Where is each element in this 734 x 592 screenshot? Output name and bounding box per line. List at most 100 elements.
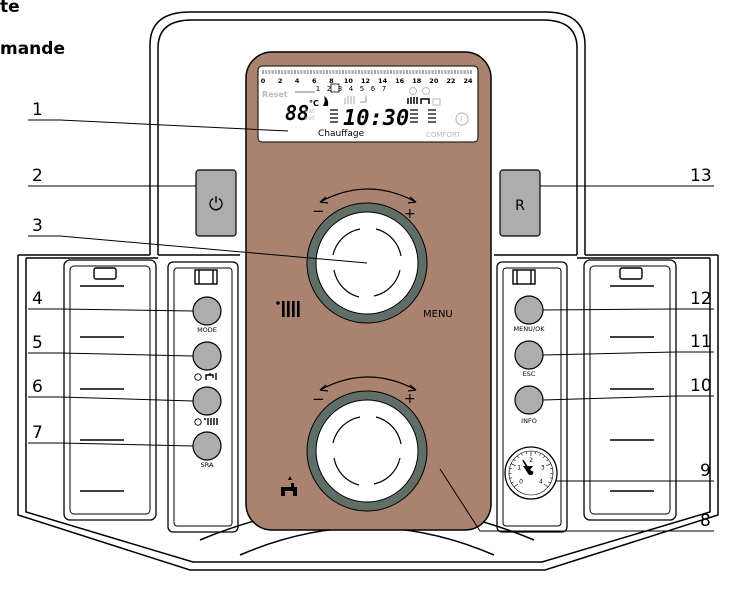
radiator-icon <box>407 97 418 104</box>
sra-button[interactable] <box>192 431 222 461</box>
esc-button[interactable] <box>514 340 544 370</box>
time-readout: 10:30 <box>343 106 409 131</box>
day-label: 6 <box>371 85 376 93</box>
flame-icon <box>323 96 329 106</box>
gauge-scale-label: 3 <box>541 465 545 472</box>
hour-tick-label: 10 <box>344 77 354 85</box>
gauge-tick <box>510 463 516 467</box>
pressure-gauge: 0 1 2 3 4 <box>504 446 558 500</box>
right-button-panel <box>496 261 568 533</box>
hour-tick-label: 2 <box>278 77 283 85</box>
power-icon: ⏻ <box>209 194 223 215</box>
gauge-scale-label: 4 <box>539 478 543 485</box>
callout-2: 2 <box>32 166 43 186</box>
gauge-tick <box>525 451 527 455</box>
callout-3: 3 <box>32 216 43 236</box>
clock-icon <box>409 87 417 95</box>
radiator-icon <box>344 96 355 104</box>
gauge-tick <box>550 468 553 470</box>
temperature-unit: °C <box>309 99 319 108</box>
hour-tick-label: 14 <box>378 77 388 85</box>
gauge-tick <box>546 459 549 462</box>
gauge-tick <box>539 453 541 456</box>
day-label: 1 <box>316 85 320 93</box>
callout-10: 10 <box>690 376 712 396</box>
reset-label: Reset <box>262 90 288 99</box>
callout-1: 1 <box>32 100 43 120</box>
mode-button[interactable] <box>192 296 222 326</box>
tap-icon <box>420 98 430 104</box>
level-bars <box>428 109 436 123</box>
comfort-text: COMFORT <box>426 131 461 139</box>
gauge-tick <box>511 481 514 484</box>
timer-tap-icon <box>194 373 217 381</box>
callout-13: 13 <box>690 166 712 186</box>
heading-line-1: te <box>0 0 20 17</box>
decrease-sign: − <box>312 390 325 408</box>
day-label: 7 <box>382 85 386 93</box>
mode-label: MODE <box>197 326 217 334</box>
menu-ok-label: MENU/OK <box>514 325 546 333</box>
gauge-needle <box>522 459 532 474</box>
gauge-tick <box>535 451 537 455</box>
hour-tick-label: 12 <box>361 77 370 85</box>
gauge-tick <box>548 481 551 484</box>
power-button[interactable]: ⏻ <box>195 169 237 237</box>
tap-icon <box>360 96 367 103</box>
day-label: 2 <box>327 85 331 93</box>
callout-6: 6 <box>32 377 43 397</box>
menu-ok-button[interactable] <box>514 295 544 325</box>
level-bars <box>410 109 418 123</box>
info-button[interactable] <box>514 385 544 415</box>
gauge-scale-label: 0 <box>519 478 523 485</box>
increase-sign: + <box>404 206 416 222</box>
radiator-symbol-icon <box>276 301 300 317</box>
callout-5: 5 <box>32 333 43 353</box>
timer-radiator-icon <box>194 418 218 426</box>
info-label: INFO <box>521 417 537 425</box>
callout-7: 7 <box>32 423 43 443</box>
gauge-scale-label: 1 <box>517 465 521 472</box>
lock-icon <box>432 98 441 106</box>
tap-symbol-icon <box>281 476 297 496</box>
gauge-tick <box>509 477 513 479</box>
callout-8: 8 <box>700 511 711 531</box>
side-label: ext <box>305 108 315 115</box>
day-label: 3 <box>338 85 342 93</box>
left-outer-slot <box>63 259 157 521</box>
callout-12: 12 <box>690 289 712 309</box>
info-icon <box>455 112 469 126</box>
hot-water-knob[interactable]: − + <box>306 376 428 512</box>
hour-tick-label: 18 <box>412 77 422 85</box>
sra-label: SRA <box>201 461 214 469</box>
mode-text: Chauffage <box>318 129 365 139</box>
hour-tick-label: 24 <box>463 77 473 85</box>
level-bars <box>330 109 338 123</box>
day-label: 5 <box>360 85 364 93</box>
hour-tick-label: 20 <box>429 77 439 85</box>
side-label: ext <box>305 115 315 122</box>
hot-water-timer-button[interactable] <box>192 341 222 371</box>
heading-line-2: mande <box>0 39 65 59</box>
gauge-tick <box>521 453 523 456</box>
reset-button[interactable]: R <box>499 169 541 237</box>
gauge-tick <box>509 468 512 470</box>
hour-tick-label: 22 <box>446 77 455 85</box>
temperature-readout: 88 <box>285 101 309 125</box>
gauge-scale-label: 2 <box>529 457 533 464</box>
hour-tick-label: 8 <box>329 77 334 85</box>
hour-tick-label: 6 <box>312 77 317 85</box>
hour-tick-label: 4 <box>295 77 300 85</box>
clock-icon <box>422 87 430 95</box>
reset-key-label: R <box>515 198 525 214</box>
gauge-scale: 0 1 2 3 4 <box>517 457 545 485</box>
callout-leaders <box>28 119 714 532</box>
esc-label: ESC <box>523 370 536 378</box>
gauge-tick <box>543 483 549 488</box>
heating-timer-button[interactable] <box>192 386 222 416</box>
callout-11: 11 <box>690 332 712 352</box>
menu-label: MENU <box>423 309 453 320</box>
right-outer-slot <box>583 259 677 521</box>
